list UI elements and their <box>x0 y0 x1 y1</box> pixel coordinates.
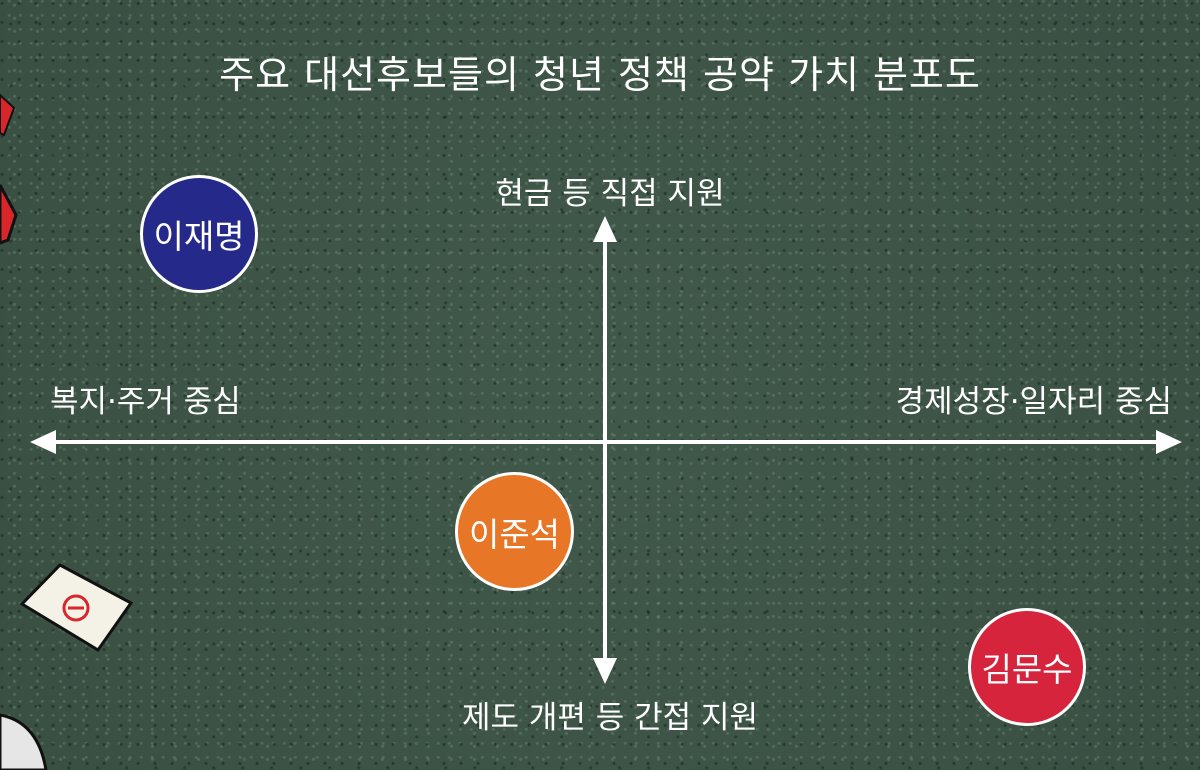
right-arrowhead <box>1156 430 1182 454</box>
red-flag-middle <box>0 184 18 245</box>
candidate-bubble-lee-jun-seok: 이준석 <box>455 472 574 591</box>
page-title: 주요 대선후보들의 청년 정책 공약 가치 분포도 <box>219 53 981 97</box>
axis-label-bottom: 제도 개편 등 간접 지원 <box>461 700 759 736</box>
top-arrowhead <box>593 216 617 242</box>
candidate-bubble-lee-jae-myung: 이재명 <box>140 175 258 293</box>
candidate-bubble-kim-moon-soo: 김문수 <box>968 608 1086 726</box>
axis-label-right: 경제성장·일자리 중심 <box>895 384 1172 420</box>
bottom-arrowhead <box>593 658 617 684</box>
red-flag-top <box>0 93 16 137</box>
ballot-paper-icon <box>19 563 134 653</box>
axis-label-left: 복지·주거 중심 <box>50 384 241 420</box>
axis-label-top: 현금 등 직접 지원 <box>495 176 725 212</box>
left-arrowhead <box>30 430 56 454</box>
